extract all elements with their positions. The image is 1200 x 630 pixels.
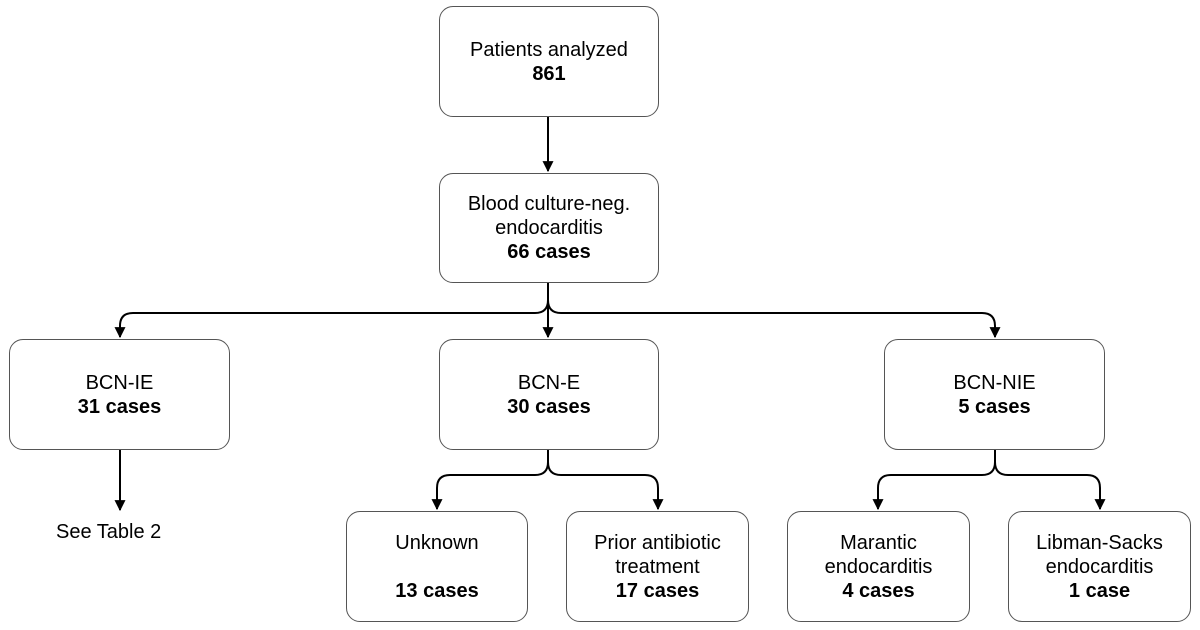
node-count: 13 cases bbox=[395, 579, 479, 602]
node-label-line1: Prior antibiotic bbox=[594, 531, 721, 554]
arrow-bcn-to-bcn-nie bbox=[547, 283, 1001, 339]
node-label: Patients analyzed bbox=[470, 38, 628, 61]
arrow-bcn-e-to-prior bbox=[547, 450, 664, 511]
node-bcn-e: BCN-E 30 cases bbox=[439, 339, 659, 450]
node-count: 1 case bbox=[1068, 579, 1131, 602]
node-unknown: Unknown 13 cases bbox=[346, 511, 528, 622]
node-bcn-ie: BCN-IE 31 cases bbox=[9, 339, 230, 450]
arrow-bcn-e-to-unknown bbox=[431, 450, 549, 511]
node-count: 17 cases bbox=[615, 579, 700, 602]
arrow-bcn-nie-to-libman bbox=[994, 450, 1106, 511]
node-bcn-nie: BCN-NIE 5 cases bbox=[884, 339, 1105, 450]
node-blood-culture-neg: Blood culture-neg. endocarditis 66 cases bbox=[439, 173, 659, 283]
node-count: 31 cases bbox=[77, 395, 162, 418]
node-label: BCN-IE bbox=[85, 371, 154, 394]
node-label-line2: treatment bbox=[615, 555, 700, 578]
node-label-line1: Blood culture-neg. bbox=[467, 193, 631, 215]
node-count: 30 cases bbox=[507, 395, 591, 418]
node-count: 4 cases bbox=[842, 579, 915, 602]
node-label: BCN-E bbox=[517, 371, 581, 394]
see-table-note: See Table 2 bbox=[56, 521, 162, 543]
node-marantic: Marantic endocarditis 4 cases bbox=[787, 511, 970, 622]
node-patients-analyzed: Patients analyzed 861 bbox=[439, 6, 659, 117]
node-label: Unknown bbox=[395, 531, 479, 554]
node-label: BCN-NIE bbox=[953, 371, 1036, 394]
node-label-line2: endocarditis bbox=[1045, 555, 1154, 578]
arrow-bcn-nie-to-marantic bbox=[872, 450, 996, 511]
node-libman-sacks: Libman-Sacks endocarditis 1 case bbox=[1008, 511, 1191, 622]
node-label-line1: Libman-Sacks bbox=[1036, 531, 1163, 554]
node-count: 66 cases bbox=[507, 241, 591, 263]
node-label-line1: Marantic bbox=[840, 531, 917, 554]
node-prior-antibiotic: Prior antibiotic treatment 17 cases bbox=[566, 511, 749, 622]
node-label-line2: endocarditis bbox=[824, 555, 933, 578]
node-label-line2: endocarditis bbox=[495, 217, 603, 239]
node-count: 861 bbox=[532, 62, 566, 85]
node-count: 5 cases bbox=[958, 395, 1031, 418]
arrow-bcn-to-bcn-ie bbox=[114, 283, 549, 339]
